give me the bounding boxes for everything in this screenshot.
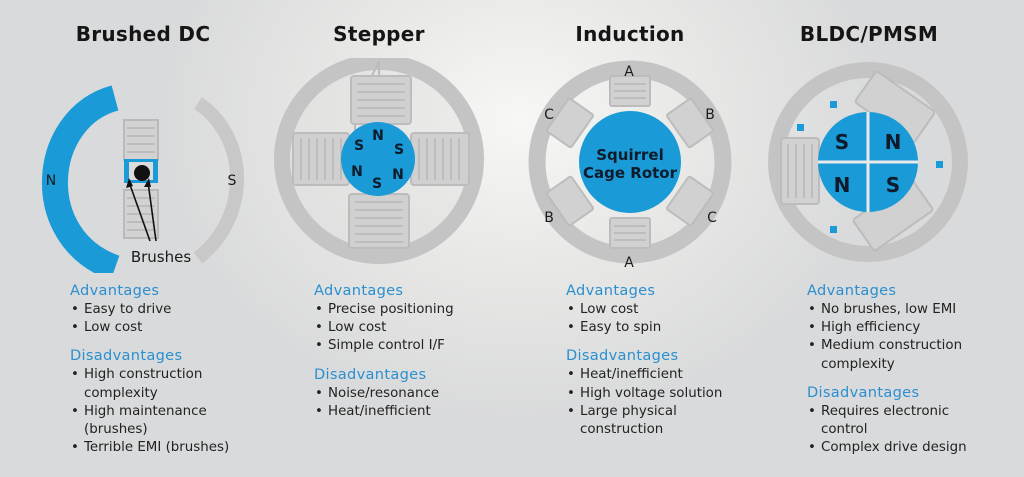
disadvantages-list: Noise/resonance Heat/inefficient [314,385,504,422]
list-item: Simple control I/F [314,337,504,355]
rotor-label-line1: Squirrel [596,146,663,164]
quadrant-label: S [835,130,849,154]
advantages-list: No brushes, low EMI High efficiency Medi… [807,301,1007,374]
list-item: Medium construction complexity [807,337,981,373]
phase-label-c-top: C [544,107,554,123]
rotor-label-line2: Cage Rotor [583,164,678,182]
shaft [134,165,150,181]
rotor [341,122,415,196]
brushed-dc-diagram: N S Brushes [41,85,244,273]
disadvantages-heading: Disadvantages [566,347,679,365]
stepper-info: Advantages Precise positioning Low cost … [314,281,504,430]
phase-label-a-top: A [624,64,634,80]
quadrant-label: N [885,130,902,154]
pole-label: N [351,164,363,180]
hall-sensor [830,226,837,233]
induction-title: Induction [575,22,685,46]
brushed-dc-title: Brushed DC [75,22,211,46]
list-item: Noise/resonance [314,385,504,403]
advantages-heading: Advantages [314,282,404,299]
bldc-diagram: S N N S [768,62,968,262]
list-item: Large physical construction [566,403,700,439]
advantages-list: Low cost Easy to spin [566,301,756,338]
advantages-heading: Advantages [70,282,160,299]
disadvantages-list: Requires electronic control Complex driv… [807,403,1007,458]
brush-arrow-left [128,181,151,242]
list-item: No brushes, low EMI [807,301,1007,319]
stator-ring [528,60,732,264]
stator-poles [546,75,714,249]
quadrant-label: S [886,173,900,197]
phase-label-b-bottom: B [544,210,554,226]
brushed-dc-info: Advantages Easy to drive Low cost Disadv… [70,281,255,466]
bldc-pmsm-info: Advantages No brushes, low EMI High effi… [807,281,1007,466]
stator-ring [768,62,968,262]
hall-sensor [830,101,837,108]
advantages-list: Precise positioning Low cost Simple cont… [314,301,504,356]
list-item: Requires electronic control [807,403,966,439]
list-item: High construction complexity [70,366,224,402]
s-magnet-arc [193,97,244,264]
list-item: High efficiency [807,319,1007,337]
list-item: Terrible EMI (brushes) [70,439,255,457]
stepper-diagram: S N S N S N [274,58,484,264]
disadvantages-list: Heat/inefficient High voltage solution L… [566,366,756,439]
list-item: Easy to spin [566,319,756,337]
hall-sensor [936,161,943,168]
list-item: Low cost [314,319,504,337]
list-item: Complex drive design [807,439,1007,457]
disadvantages-list: High construction complexity High mainte… [70,366,255,457]
disadvantages-heading: Disadvantages [314,365,427,383]
pole-label: S [394,142,404,158]
induction-info: Advantages Low cost Easy to spin Disadva… [566,281,756,448]
pole-label: S [354,138,364,154]
stator-coils [780,70,936,252]
list-item: Easy to drive [70,301,255,319]
advantages-heading: Advantages [807,282,897,299]
disadvantages-heading: Disadvantages [70,347,183,365]
hall-sensor [797,124,804,131]
list-item: Low cost [566,301,756,319]
list-item: Heat/inefficient [314,403,504,421]
bldc-pmsm-title: BLDC/PMSM [799,22,939,46]
brush-arrow-right [147,181,157,242]
advantages-list: Easy to drive Low cost [70,301,255,338]
n-label: N [46,173,56,189]
list-item: High voltage solution [566,385,756,403]
pole-label: N [372,128,384,144]
pole-label: S [372,176,382,192]
phase-label-a-bottom: A [624,255,634,271]
pole-label: N [392,167,404,183]
rotor-winding-top [123,119,159,161]
phase-label-c-bottom: C [707,210,717,226]
quadrant-label: N [834,173,851,197]
advantages-heading: Advantages [566,282,656,299]
disadvantages-heading: Disadvantages [807,383,920,401]
list-item: Precise positioning [314,301,504,319]
brushes-label: Brushes [131,248,192,266]
squirrel-cage-rotor [579,111,681,213]
induction-diagram: Squirrel Cage Rotor A A C B B C [528,60,732,271]
list-item: Low cost [70,319,255,337]
phase-label-b-top: B [705,107,715,123]
list-item: Heat/inefficient [566,366,756,384]
stepper-title: Stepper [333,22,425,46]
s-label: S [228,173,237,189]
list-item: High maintenance (brushes) [70,403,224,439]
n-magnet-arc [41,85,121,273]
